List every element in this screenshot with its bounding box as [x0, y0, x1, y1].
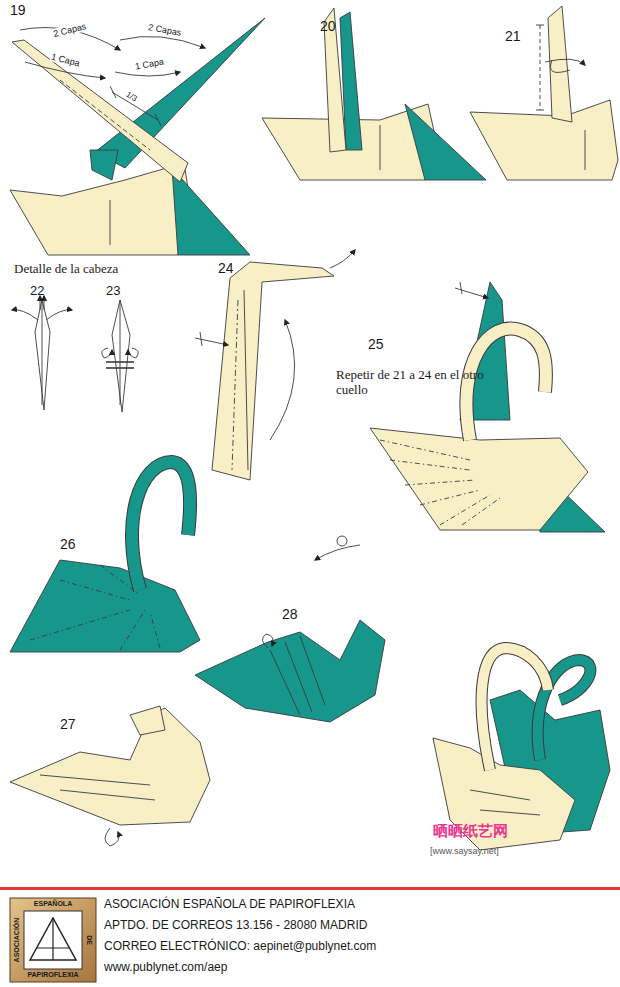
- watermark: [www.saysay.net]: [430, 846, 499, 856]
- step-number: 28: [282, 606, 298, 622]
- step-number: 26: [60, 536, 76, 552]
- logo-text: DE: [85, 935, 93, 945]
- step-number: 22: [30, 284, 44, 299]
- step-number: 25: [368, 336, 384, 352]
- footer-text: www.publynet.com/aep: [104, 961, 227, 975]
- step-number: 23: [106, 284, 120, 299]
- section-heading: Detalle de la cabeza: [14, 262, 118, 277]
- watermark: 晒晒纸艺网: [433, 822, 508, 839]
- footer-text: CORREO ELECTRÓNICO: aepinet@publynet.com: [104, 940, 376, 954]
- step-number: 24: [218, 260, 234, 276]
- step-number: 21: [505, 28, 521, 44]
- step-number: 20: [320, 18, 336, 34]
- fraction-mark: 1/3: [124, 90, 140, 105]
- footer-text: APTDO. DE CORREOS 13.156 - 28080 MADRID: [104, 919, 367, 933]
- layer-note: 1 Capa: [134, 56, 166, 72]
- logo-text: ESPAÑOLA: [34, 900, 72, 908]
- step-number: 19: [10, 2, 26, 18]
- step-number: 27: [60, 716, 76, 732]
- footer-text: ASOCIACIÓN ESPAÑOLA DE PAPIROFLEXIA: [104, 898, 355, 912]
- logo-text: PAPIROFLEXIA: [27, 971, 78, 979]
- layer-note: 2 Capas: [52, 21, 89, 40]
- layer-note: 2 Capas: [147, 22, 184, 38]
- logo-text: ASOCIACIÓN: [13, 918, 21, 963]
- instruction-note: Repetir de 21 a 24 en el otro cuello: [336, 368, 486, 398]
